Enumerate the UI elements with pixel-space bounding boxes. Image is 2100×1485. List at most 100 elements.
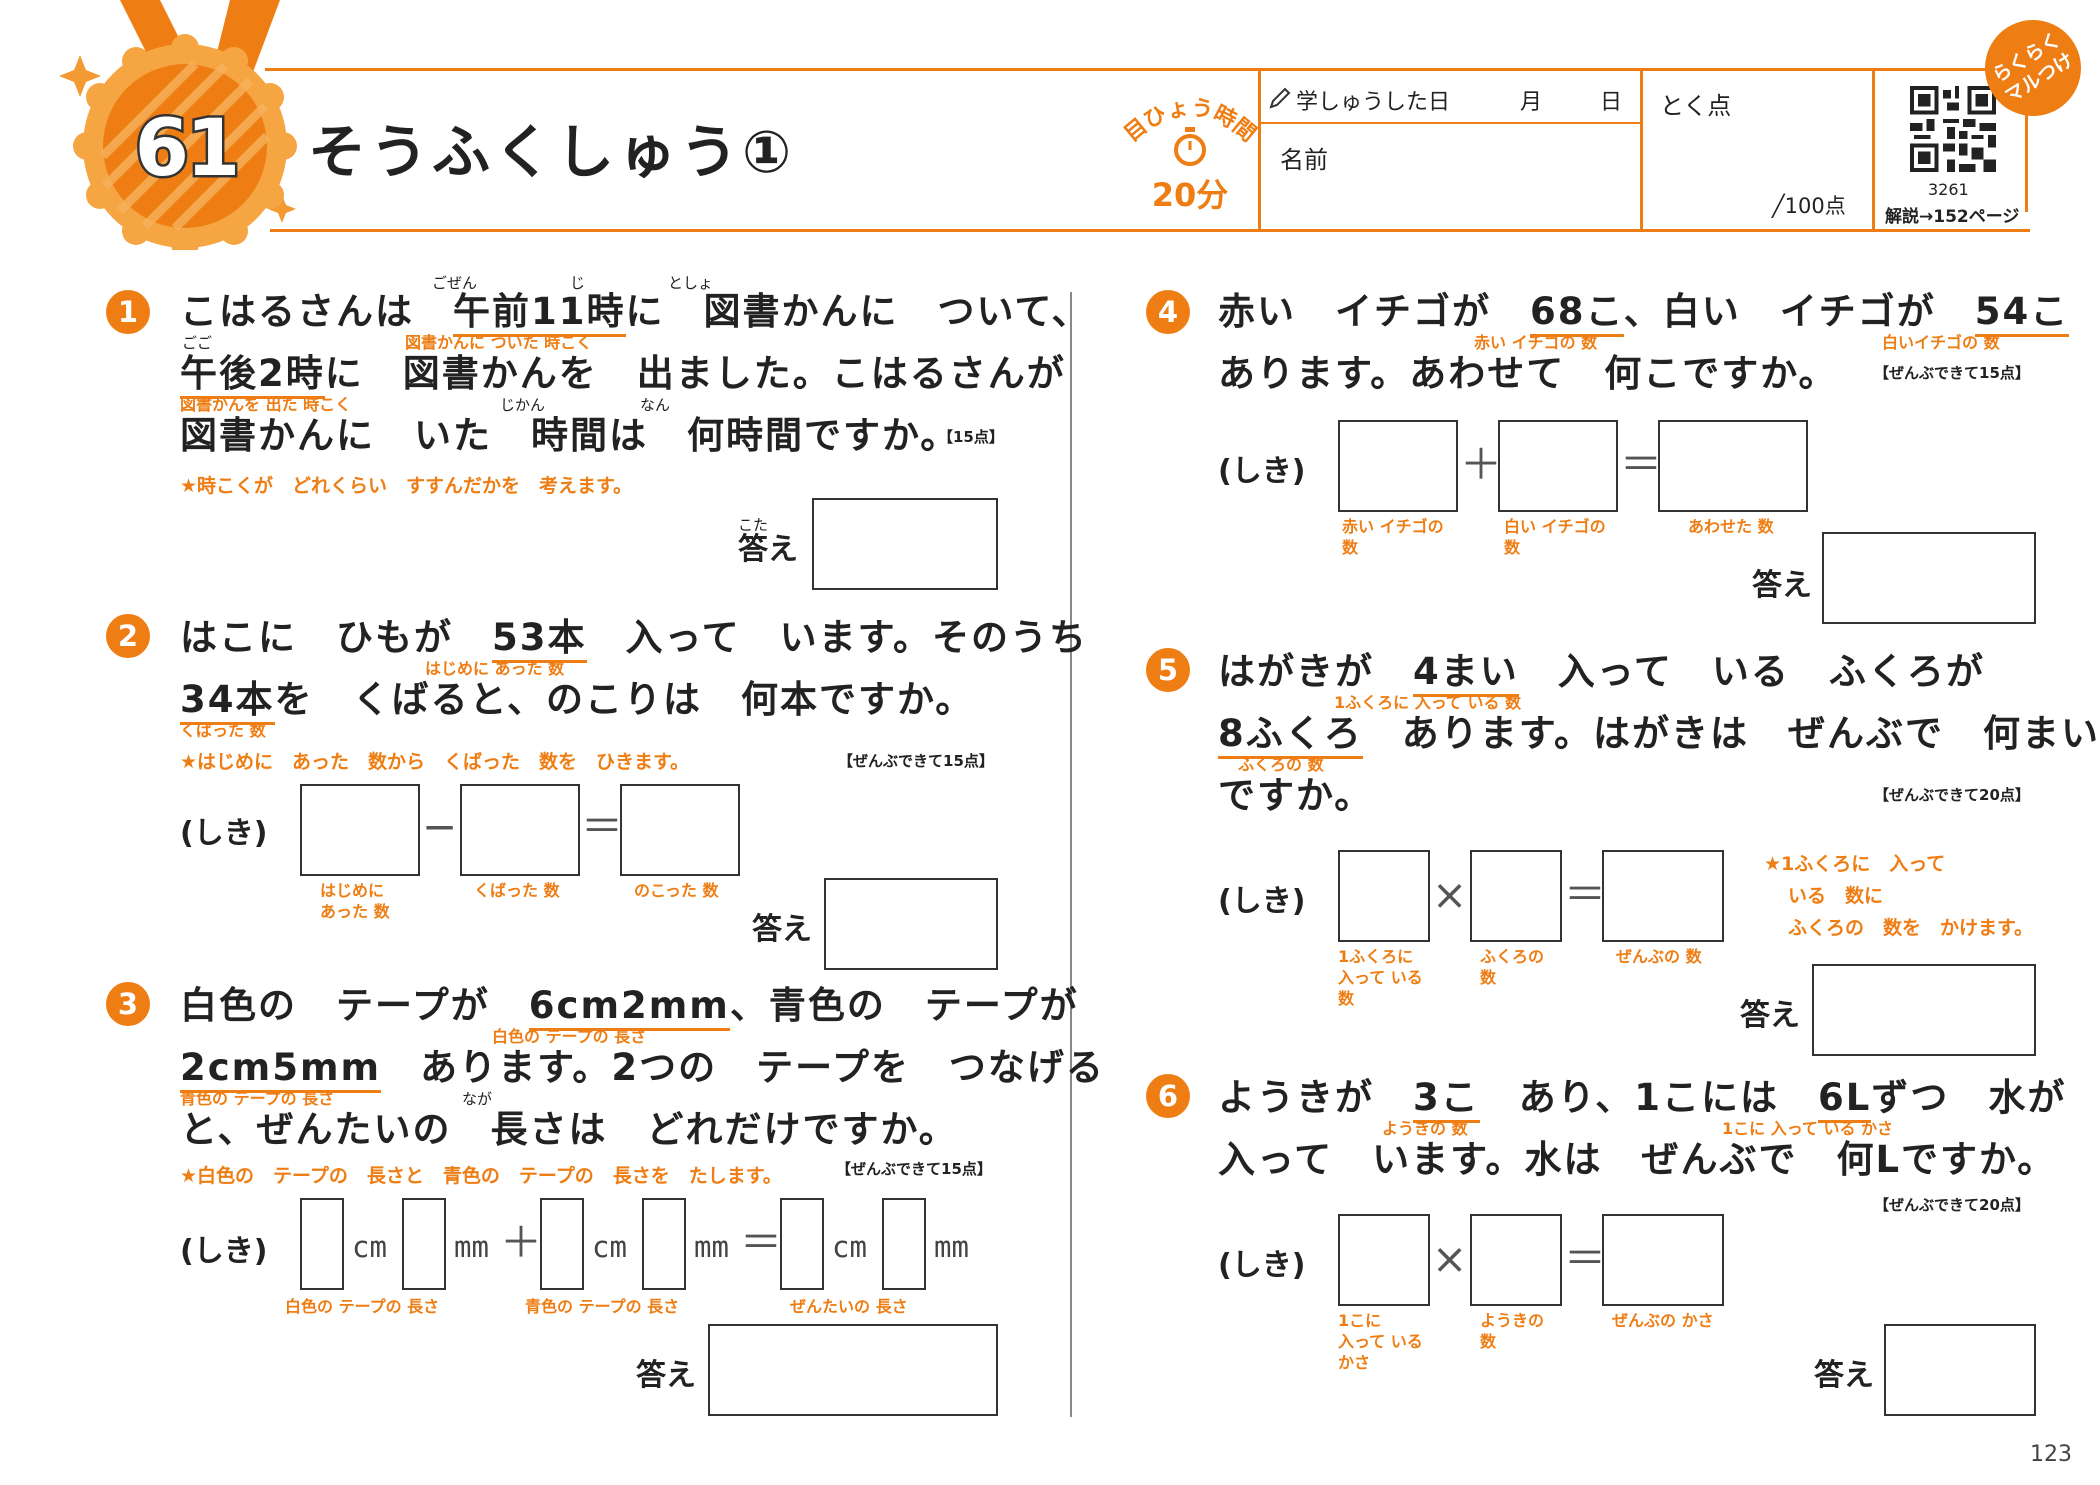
count-3ko: 3こ <box>1413 1076 1480 1123</box>
ruby-gozen: ごぜん <box>432 274 478 292</box>
answer-label: 答え <box>1814 1358 1874 1393</box>
formula-box-3[interactable] <box>1602 850 1724 942</box>
equals-operator: ＝ <box>740 1218 783 1267</box>
gozen-11ji: 午前11時 <box>453 290 626 337</box>
formula-box-cm-2[interactable] <box>540 1198 584 1290</box>
unit-mm-1: mm <box>454 1230 489 1264</box>
answer-box[interactable] <box>824 878 998 970</box>
page-number: 123 <box>2030 1442 2072 1467</box>
points: 【ぜんぶできて20点】 <box>1874 1196 2030 1214</box>
answer-reference: 解説→152ページ <box>1885 207 2020 227</box>
box-label-1: 赤い イチゴの 数 <box>1342 517 1444 557</box>
info-grid-divider-2 <box>1640 70 1643 230</box>
formula-box-2[interactable] <box>1498 420 1618 512</box>
answer-box[interactable] <box>1884 1324 2036 1416</box>
hint-line-3: ふくろの 数を かけます。 <box>1788 917 2034 939</box>
info-grid-divider-h <box>1260 122 1640 124</box>
stopwatch-icon <box>1174 127 1206 166</box>
answer-label: 答え <box>636 1358 696 1393</box>
label-volume-each: 1こに 入って いる かさ <box>1722 1119 1894 1138</box>
formula-box-cm-1[interactable] <box>300 1198 344 1290</box>
formula-box-2[interactable] <box>1470 850 1562 942</box>
answer-box[interactable] <box>708 1324 998 1416</box>
label-given-count: くばった 数 <box>180 721 266 740</box>
qr-code-icon <box>1910 86 1996 172</box>
length-blue: 2cm5mm <box>180 1046 382 1093</box>
equals-operator: ＝ <box>1564 870 1607 919</box>
formula-box-3[interactable] <box>1658 420 1808 512</box>
info-grid-divider-1 <box>1258 70 1261 230</box>
qr-code-number: 3261 <box>1928 180 1969 199</box>
formula-box-1[interactable] <box>1338 850 1430 942</box>
answer-label: 答え <box>1752 568 1812 603</box>
box-label-3: ぜんぶの かさ <box>1612 1311 1714 1330</box>
pencil-icon <box>1269 87 1291 109</box>
question-number-badge: 1 <box>106 290 150 334</box>
formula-box-2[interactable] <box>460 784 580 876</box>
formula-box-1[interactable] <box>1338 420 1458 512</box>
label-initial-count: はじめに あった 数 <box>425 659 565 678</box>
points: 【ぜんぶできて15点】 <box>836 1160 992 1178</box>
formula-box-2[interactable] <box>1470 1214 1562 1306</box>
ruby-jikan: じかん <box>500 396 546 414</box>
goal-time-value: 20分 <box>1151 176 1229 214</box>
points: 【15点】 <box>938 428 1004 446</box>
box-label-1: 1こに 入って いる かさ <box>1338 1311 1423 1372</box>
hint-line-1: ★1ふくろに 入って <box>1764 853 1946 875</box>
unit-cm-2: cm <box>592 1230 627 1264</box>
studied-date-label: 学しゅうした日 <box>1296 90 1451 115</box>
box-label-3: のこった 数 <box>634 881 719 900</box>
hint: ★時こくが どれくらい すすんだかを 考えます。 <box>180 475 633 497</box>
equals-operator: ＝ <box>1564 1234 1607 1283</box>
ruby-gogo: ごご <box>182 334 213 352</box>
answer-box[interactable] <box>812 498 998 590</box>
formula-box-mm-2[interactable] <box>642 1198 686 1290</box>
score-label: とく点 <box>1660 92 1732 120</box>
formula-label: (しき) <box>1218 1248 1306 1283</box>
ruby-ji: じ <box>570 274 586 292</box>
name-label: 名前 <box>1280 146 1328 174</box>
label-per-bag: 1ふくろに 入って いる 数 <box>1334 693 1522 712</box>
box-label-2: ようきの 数 <box>1480 1311 1545 1351</box>
ruby-tosho: としょ <box>668 274 714 292</box>
group-label-1: 白色の テープの 長さ <box>285 1297 440 1316</box>
equals-operator: ＝ <box>1620 440 1663 489</box>
hint-line-2: いる 数に <box>1788 885 1884 907</box>
header-border-bottom <box>270 229 2030 232</box>
count-34: 34本 <box>180 678 275 725</box>
answer-label: 答え <box>752 912 812 947</box>
unit-cm-1: cm <box>352 1230 387 1264</box>
count-8fukuro: 8ふくろ <box>1218 712 1363 759</box>
volume-6l: 6L <box>1818 1076 1872 1123</box>
answer-label: 答え <box>738 532 798 567</box>
day-label: 日 <box>1600 90 1623 115</box>
formula-box-mm-1[interactable] <box>402 1198 446 1290</box>
minus-operator: − <box>422 802 458 851</box>
count-68: 68こ <box>1530 290 1624 337</box>
label-red-count: 赤い イチゴの 数 <box>1474 333 1598 352</box>
answer-label: 答え <box>1740 998 1800 1033</box>
question-number-badge: 4 <box>1146 290 1190 334</box>
formula-box-mm-3[interactable] <box>882 1198 926 1290</box>
count-4mai: 4まい <box>1413 650 1519 697</box>
formula-box-3[interactable] <box>620 784 740 876</box>
times-operator: × <box>1432 1234 1468 1283</box>
answer-box[interactable] <box>1812 964 2036 1056</box>
lesson-number: 61 <box>132 102 243 197</box>
formula-box-1[interactable] <box>300 784 420 876</box>
box-label-1: はじめに あった 数 <box>320 881 390 921</box>
answer-box[interactable] <box>1822 532 2036 624</box>
formula-box-1[interactable] <box>1338 1214 1430 1306</box>
month-label: 月 <box>1520 90 1543 115</box>
goal-time-label: 目ひょう時間 <box>1120 95 1260 147</box>
question-number-badge: 5 <box>1146 648 1190 692</box>
label-bag-count: ふくろの 数 <box>1238 755 1324 774</box>
formula-box-3[interactable] <box>1602 1214 1724 1306</box>
formula-label: (しき) <box>1218 884 1306 919</box>
unit-mm-3: mm <box>934 1230 969 1264</box>
formula-box-cm-3[interactable] <box>780 1198 824 1290</box>
hint: ★はじめに あった 数から くばった 数を ひきます。 <box>180 751 690 773</box>
box-label-2: ふくろの 数 <box>1480 947 1545 987</box>
label-container-count: ようきの 数 <box>1382 1119 1468 1138</box>
ruby-kota: こた <box>738 516 769 534</box>
